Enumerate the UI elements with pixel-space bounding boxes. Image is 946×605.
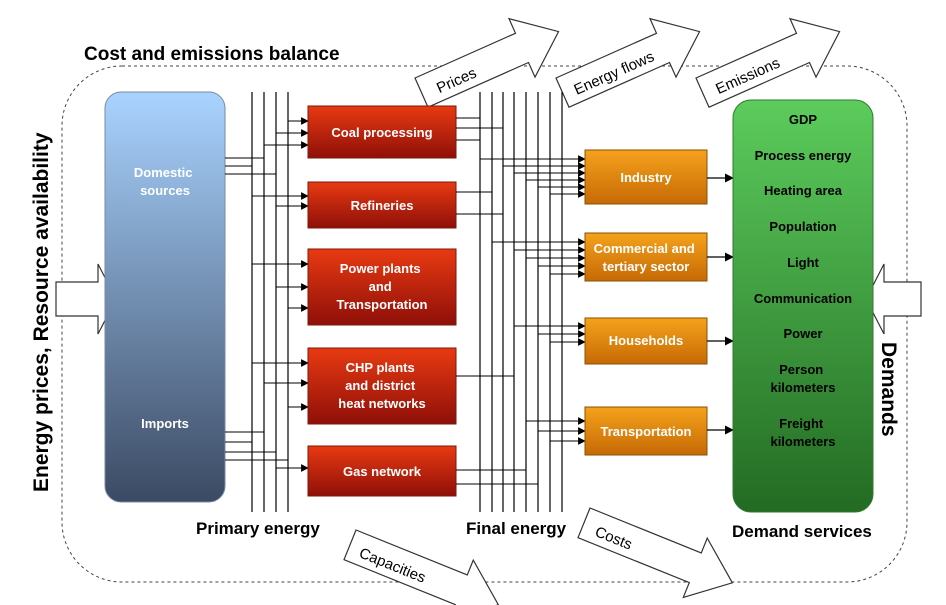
demand-power: Power [783, 326, 822, 341]
svg-text:Households: Households [609, 333, 683, 348]
energy-flows-arrow: Energy flows [555, 17, 701, 109]
demand-communication: Communication [754, 291, 852, 306]
sector-to-demand-arrows [707, 173, 734, 435]
domestic-sources-label: Domestic sources [134, 165, 196, 198]
demand-services-list: GDP Process energy Heating area Populati… [754, 112, 852, 449]
primary-to-conversion-arrows [252, 117, 309, 472]
sector-industry: Industry [584, 149, 708, 205]
svg-text:Coal processing: Coal processing [331, 125, 432, 140]
svg-text:Power plants and T: Power plants and Transportation [336, 261, 427, 312]
commercial-line-1: Commercial and [594, 241, 695, 256]
primary-energy-bus [251, 92, 289, 512]
conversion-chp-plants: CHP plants and district heat networks [307, 347, 457, 425]
diagram-title: Cost and emissions balance [84, 44, 340, 65]
households-label: Households [609, 333, 683, 348]
input-arrow-right [865, 263, 922, 335]
domestic-line-2: sources [140, 183, 190, 198]
sources-box [104, 91, 226, 503]
demand-person-km: Person kilometers [770, 362, 835, 395]
demand-gdp: GDP [789, 112, 818, 127]
final-energy-label: Final energy [466, 519, 567, 538]
commercial-line-2: tertiary sector [603, 259, 690, 274]
svg-text:Transportation: Transportation [600, 424, 691, 439]
capacities-arrow: Capacities [343, 529, 500, 605]
demand-light: Light [787, 255, 819, 270]
svg-text:CHP plants and district: CHP plants and district heat networks [338, 360, 425, 411]
coal-processing-label: Coal processing [331, 125, 432, 140]
sector-households: Households [584, 317, 708, 365]
costs-arrow: Costs [577, 507, 734, 599]
domestic-line-1: Domestic [134, 165, 193, 180]
final-energy-bus [479, 92, 563, 512]
chp-line-1: CHP plants [346, 360, 415, 375]
right-side-label: Demands [877, 342, 900, 437]
sector-commercial: Commercial and tertiary sector [584, 232, 708, 282]
gas-network-label: Gas network [343, 464, 422, 479]
source-connectors [225, 157, 288, 461]
chp-line-2: and district [345, 378, 416, 393]
power-plants-line-3: Transportation [336, 297, 427, 312]
prices-arrow: Prices [414, 17, 560, 109]
conversion-power-plants: Power plants and Transportation [307, 248, 457, 326]
conversion-refineries: Refineries [307, 181, 457, 229]
chp-line-3: heat networks [338, 396, 425, 411]
svg-text:Gas network: Gas network [343, 464, 422, 479]
demand-population: Population [769, 219, 836, 234]
demand-services-box [732, 99, 874, 513]
power-plants-line-1: Power plants [340, 261, 421, 276]
demand-services-label: Demand services [732, 522, 872, 541]
primary-energy-label: Primary energy [196, 519, 320, 538]
conversion-gas-network: Gas network [307, 445, 457, 497]
demand-freight-km: Freight kilometers [770, 416, 835, 449]
refineries-label: Refineries [351, 198, 414, 213]
demand-process-energy: Process energy [755, 148, 853, 163]
industry-label: Industry [620, 170, 672, 185]
conversion-coal-processing: Coal processing [307, 105, 457, 159]
sector-transportation: Transportation [584, 406, 708, 456]
left-side-label: Energy prices, Resource availability [30, 132, 53, 492]
svg-text:Refineries: Refineries [351, 198, 414, 213]
demand-heating-area: Heating area [764, 183, 843, 198]
imports-label: Imports [141, 416, 189, 431]
svg-text:Commercial and tertiary: Commercial and tertiary sector [594, 241, 699, 274]
svg-text:Industry: Industry [620, 170, 672, 185]
transportation-label: Transportation [600, 424, 691, 439]
power-plants-line-2: and [369, 279, 392, 294]
final-to-sector-arrows [480, 155, 586, 445]
